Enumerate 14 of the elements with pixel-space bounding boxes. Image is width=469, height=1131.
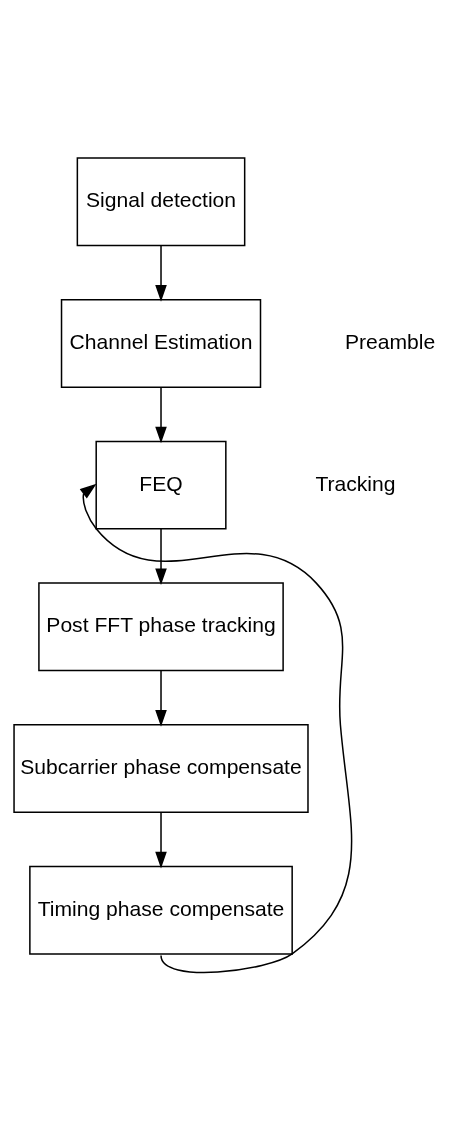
arrow	[155, 528, 167, 586]
label: Preamble	[345, 330, 436, 354]
arrow	[79, 483, 353, 974]
arrow	[155, 669, 167, 727]
node-box: Post FFT phase tracking	[38, 582, 284, 672]
node-box: Signal detection	[76, 157, 246, 247]
arrow	[155, 811, 167, 869]
node-box: Subcarrier phase compensate	[13, 724, 309, 813]
node-box: Channel Estimation	[60, 298, 262, 388]
arrow	[155, 244, 167, 302]
node-box: FEQ	[95, 440, 227, 530]
node-box: Timing phase compensate	[29, 865, 293, 955]
label: Tracking	[315, 471, 396, 495]
arrow	[155, 386, 167, 444]
